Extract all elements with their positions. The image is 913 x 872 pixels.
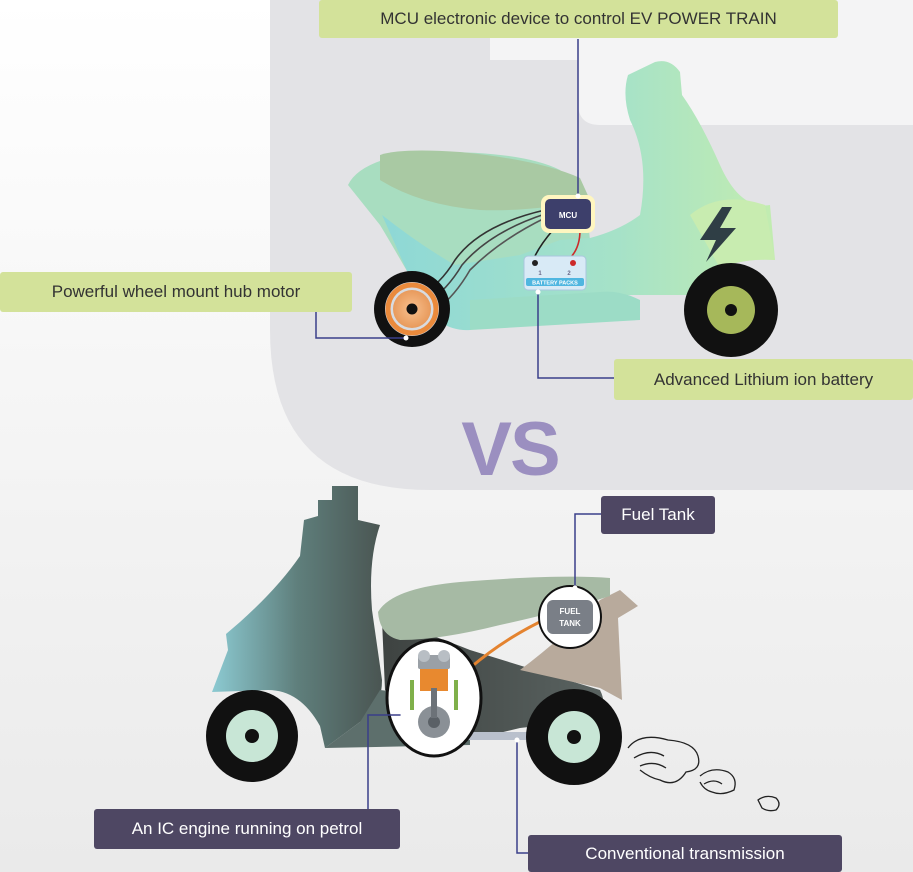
vs-heading: VS bbox=[461, 407, 560, 492]
hub-motor-callout: Powerful wheel mount hub motor bbox=[0, 272, 352, 312]
ev-seat bbox=[380, 150, 590, 211]
fuel-tank-callout: Fuel Tank bbox=[601, 496, 715, 534]
battery-packs-label: BATTERY PACKS bbox=[532, 281, 578, 287]
electric-scooter: MCU 1 2 BATTERY PACKS bbox=[348, 61, 778, 357]
battery-positive-terminal bbox=[570, 260, 576, 266]
ic-front-axle bbox=[245, 729, 259, 743]
lightning-icon bbox=[700, 207, 736, 262]
battery-callout: Advanced Lithium ion battery bbox=[614, 359, 913, 400]
battery-negative-terminal bbox=[532, 260, 538, 266]
mcu-callout: MCU electronic device to control EV POWE… bbox=[319, 0, 838, 38]
transmission-callout: Conventional transmission bbox=[528, 835, 842, 872]
engine-piston-icon bbox=[410, 650, 458, 738]
petrol-scooter: FUEL TANK bbox=[206, 486, 638, 785]
ic-connector-lines bbox=[367, 513, 601, 854]
battery-neg-label: 1 bbox=[538, 271, 542, 277]
battery-label-strip bbox=[526, 278, 584, 286]
ic-engine-callout: An IC engine running on petrol bbox=[94, 809, 400, 849]
ev-rear-axle bbox=[725, 304, 737, 316]
fuel-pointer-dot bbox=[572, 585, 578, 591]
ic-rear-axle bbox=[567, 730, 581, 744]
fuel-tank-label-2: TANK bbox=[559, 619, 581, 628]
fuel-tank-label-1: FUEL bbox=[560, 607, 581, 616]
battery-pointer-dot bbox=[535, 289, 541, 295]
ic-transmission-bar bbox=[438, 732, 568, 740]
battery-pos-label: 2 bbox=[567, 271, 571, 277]
ev-floorboard bbox=[470, 291, 640, 330]
mcu-pointer-dot bbox=[575, 193, 581, 199]
hub-motor-axle bbox=[406, 303, 418, 315]
engine-pointer-dot bbox=[400, 712, 406, 718]
ic-front-body bbox=[212, 486, 382, 748]
hub-motor-ring bbox=[385, 282, 439, 336]
ev-body bbox=[382, 61, 775, 331]
exhaust-smoke-icon bbox=[627, 736, 780, 812]
mcu-box-label: MCU bbox=[559, 211, 577, 220]
transmission-pointer-dot bbox=[514, 737, 520, 743]
hub-pointer-dot bbox=[403, 335, 409, 341]
fuel-tank-icon bbox=[547, 600, 593, 634]
mcu-box bbox=[545, 199, 591, 229]
ev-connector-lines bbox=[315, 39, 614, 379]
